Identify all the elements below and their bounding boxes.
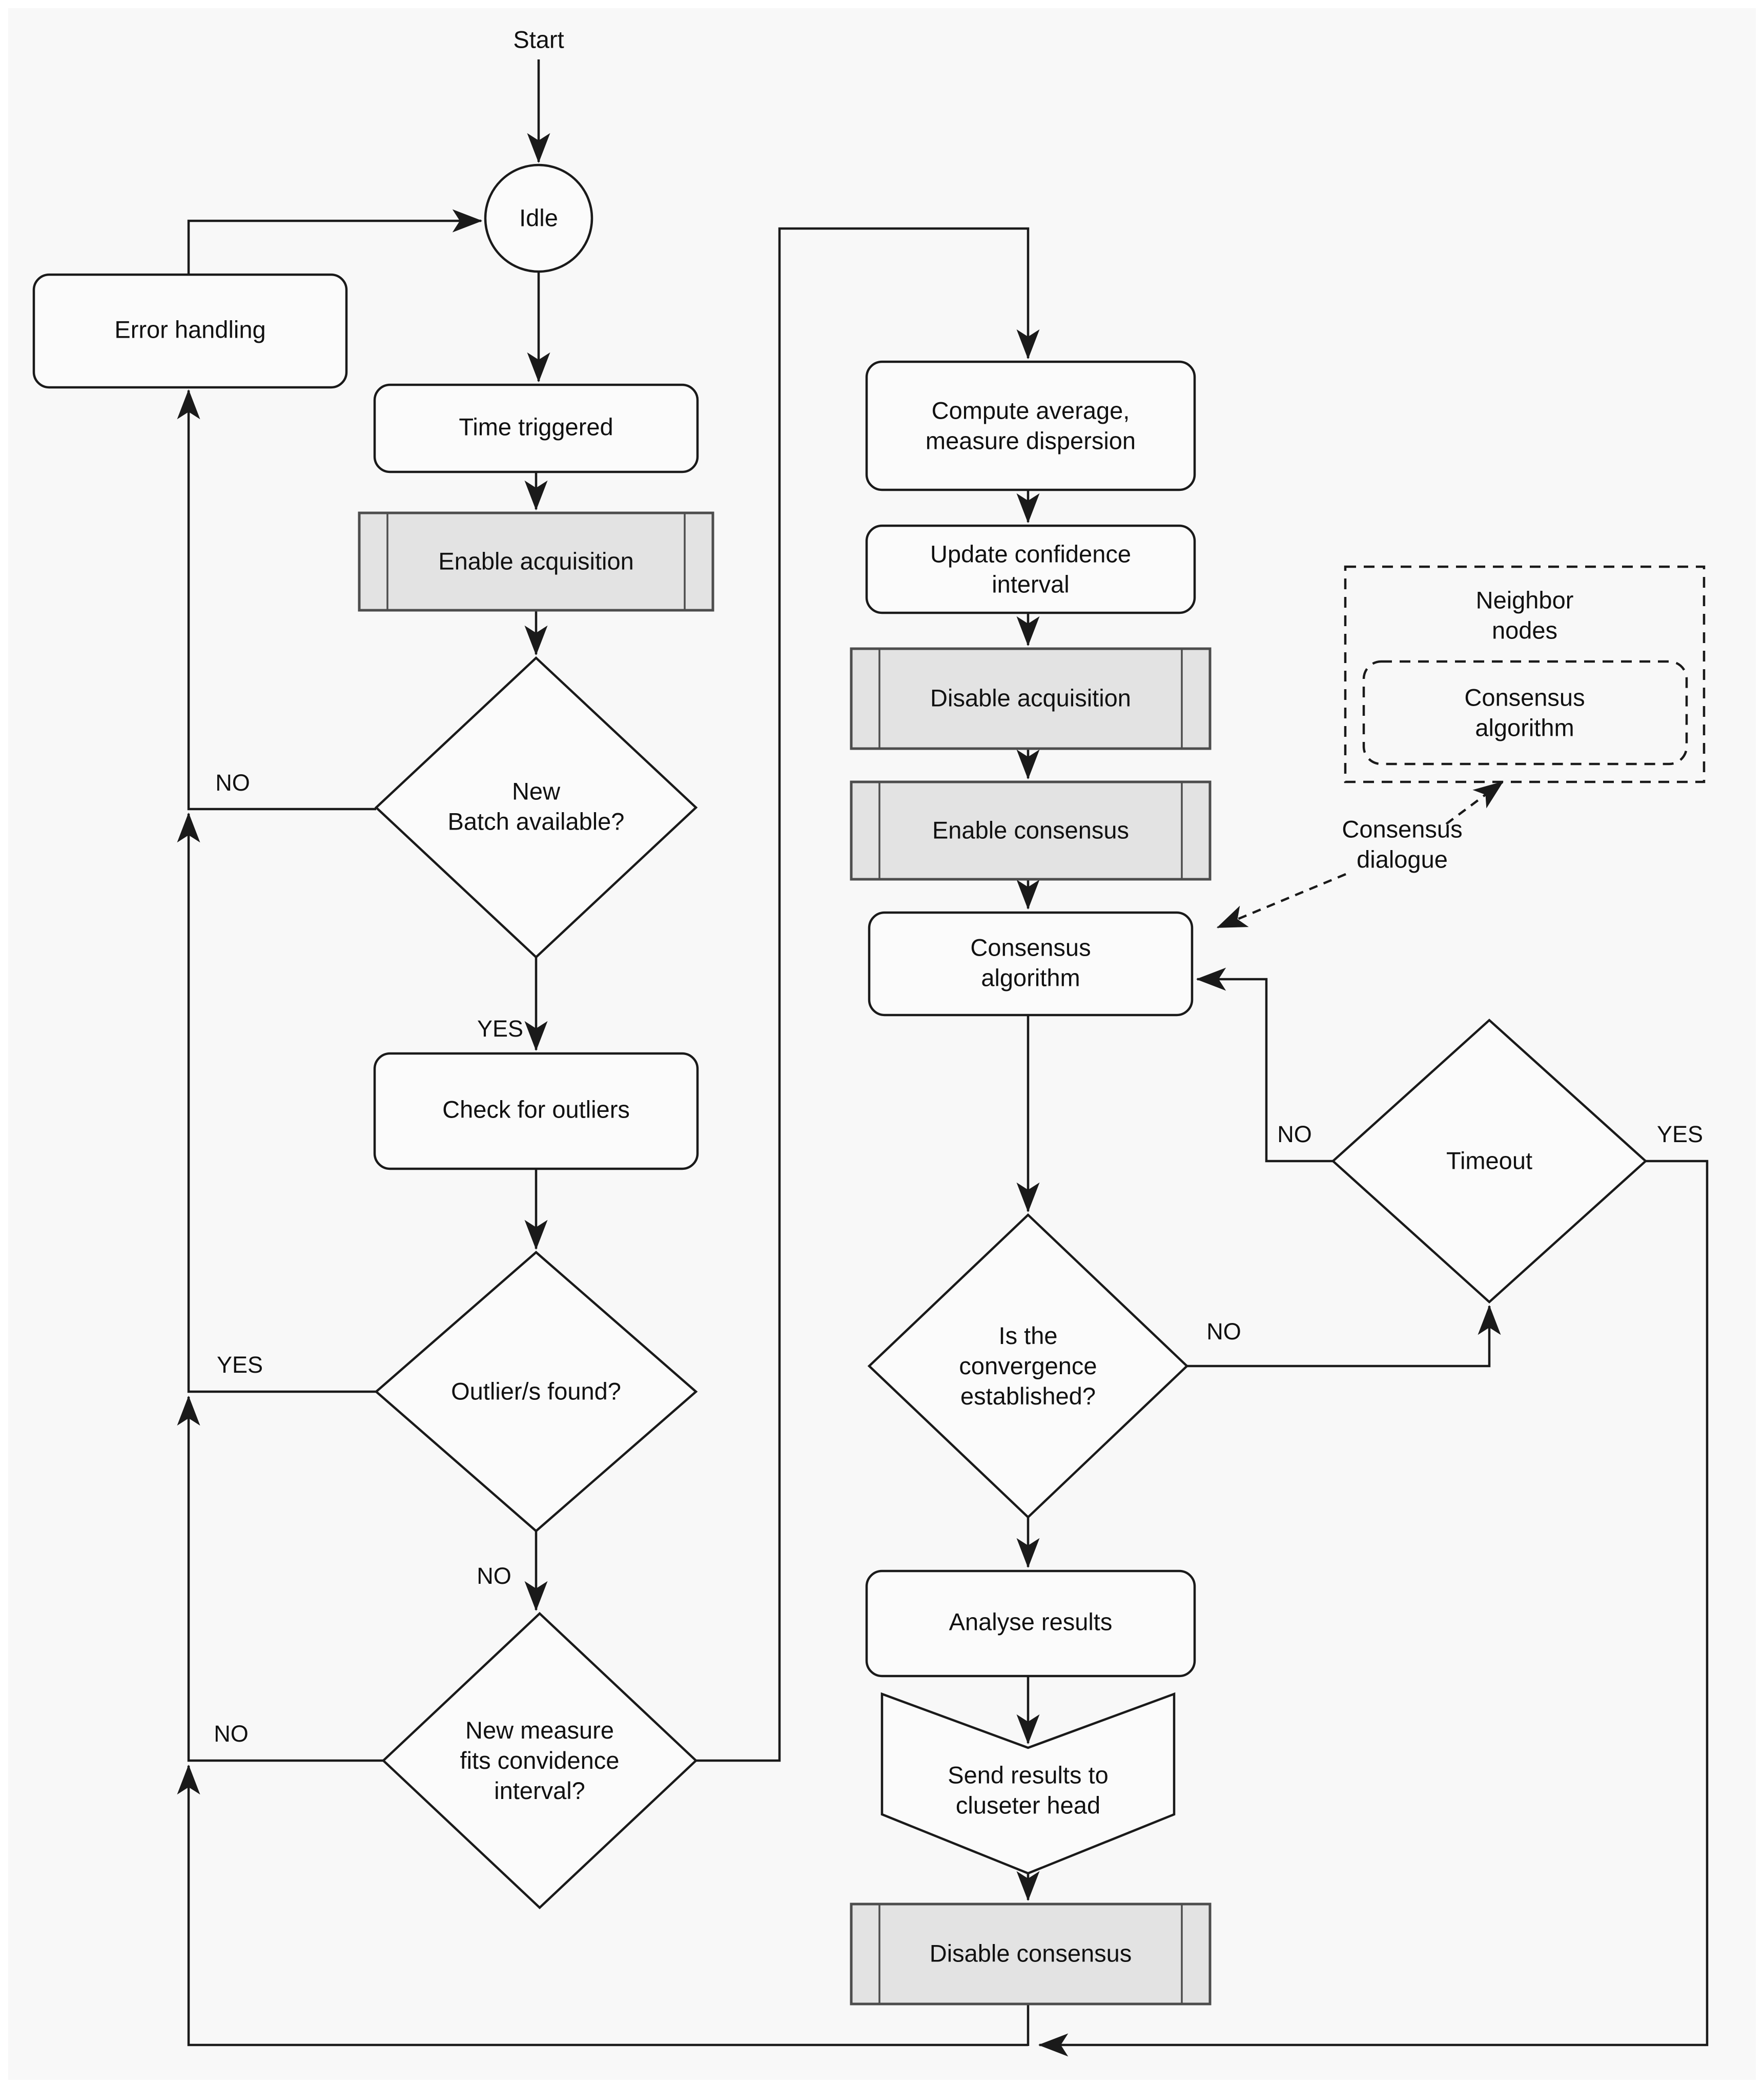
label-line: interval (992, 570, 1070, 597)
label-line: Consensus (970, 934, 1091, 961)
error-handling-box (32, 273, 348, 389)
edge-newmeasure-no-to-trunk (177, 1395, 383, 1762)
label-line: Consensus (1464, 684, 1585, 711)
outliers-yes-label: YES (216, 1352, 263, 1378)
label-line: convergence (959, 1352, 1097, 1379)
neighbor-nodes-dashed-box (1344, 565, 1706, 783)
flowchart-canvas: Start Idle Error handling Time triggered… (8, 8, 1756, 2080)
edge-newmeasure-yes-to-computeaverage (696, 227, 1040, 1762)
new-batch-available-label: New Batch available? (448, 776, 625, 837)
check-for-outliers-box (373, 1052, 699, 1170)
disable-consensus-subroutine (850, 1903, 1212, 2006)
outliers-no-label: NO (477, 1563, 511, 1589)
edge-errorhandling-to-idle (187, 209, 483, 275)
label-line: Is the (998, 1321, 1058, 1349)
time-triggered-box (373, 383, 699, 473)
label-line: New measure (465, 1716, 614, 1744)
label-line: Update confidence (930, 540, 1131, 568)
timeout-no-label: NO (1277, 1121, 1312, 1147)
disable-consensus-label: Disable consensus (929, 1939, 1132, 1967)
disable-acquisition-subroutine (850, 647, 1212, 750)
analyse-results-box (865, 1569, 1196, 1678)
neighbor-consensus-algorithm-label: Consensus algorithm (1464, 683, 1585, 743)
new-batch-yes-label: YES (477, 1016, 524, 1042)
enable-acquisition-subroutine (358, 511, 714, 612)
edge-dialogue-to-consensusalg (1216, 873, 1346, 929)
convergence-established-diamond (867, 1213, 1189, 1519)
label-line: Consensus (1342, 815, 1463, 843)
enable-consensus-label: Enable consensus (932, 816, 1130, 844)
outliers-found-diamond (374, 1251, 698, 1533)
label-line: algorithm (981, 964, 1080, 991)
edge-newbatch-no-to-errorhandling (177, 389, 376, 811)
edge-timeout-no-to-consensusalg (1196, 967, 1333, 1163)
edge-outliers-yes-to-trunk (177, 812, 376, 1393)
label-line: measure dispersion (925, 427, 1136, 454)
label-line: established? (960, 1382, 1096, 1410)
timeout-label: Timeout (1446, 1147, 1533, 1174)
label-line: cluseter head (955, 1791, 1101, 1818)
idle-state-circle (484, 163, 593, 273)
label-line: fits convidence (460, 1746, 620, 1774)
new-batch-no-label: NO (215, 770, 250, 796)
consensus-algorithm-label: Consensus algorithm (970, 933, 1091, 993)
label-line: Send results to (948, 1761, 1109, 1789)
flowchart-drawing (32, 59, 1709, 2057)
consensus-dialogue-label: Consensus dialogue (1342, 814, 1462, 875)
idle-label: Idle (519, 204, 558, 232)
error-handling-label: Error handling (114, 316, 266, 343)
neighbor-nodes-label: Neighbor nodes (1476, 585, 1574, 646)
update-confidence-box (865, 524, 1196, 614)
label-line: New (511, 777, 561, 805)
timeout-yes-label: YES (1656, 1121, 1704, 1147)
time-triggered-label: Time triggered (459, 413, 613, 441)
enable-consensus-subroutine (850, 780, 1212, 881)
enable-acquisition-label: Enable acquisition (438, 547, 634, 575)
neighbor-consensus-dashed-box (1362, 660, 1688, 766)
check-for-outliers-label: Check for outliers (442, 1095, 630, 1123)
edge-bottomline-to-trunk (177, 1764, 1028, 2046)
consensus-algorithm-box (868, 911, 1194, 1017)
label-line: Batch available? (447, 808, 625, 835)
label-line: interval? (494, 1776, 585, 1804)
edge-timeout-yes-to-bottomline (1038, 1160, 1709, 2057)
label-line: algorithm (1475, 714, 1574, 741)
update-confidence-label: Update confidence interval (930, 539, 1131, 599)
start-label: Start (513, 26, 564, 53)
compute-average-box (865, 360, 1196, 491)
edge-dialogue-to-neighbornodes (1445, 781, 1504, 825)
new-measure-fits-label: New measure fits convidence interval? (460, 1715, 620, 1806)
label-line: Neighbor (1475, 586, 1574, 614)
disable-acquisition-label: Disable acquisition (930, 684, 1131, 712)
new-batch-available-diamond (374, 656, 698, 959)
send-results-label: Send results to cluseter head (948, 1760, 1109, 1821)
timeout-diamond (1331, 1018, 1648, 1304)
convergence-no-label: NO (1206, 1318, 1241, 1345)
compute-average-label: Compute average, measure dispersion (926, 396, 1136, 456)
outliers-found-label: Outlier/s found? (451, 1377, 621, 1405)
label-line: Compute average, (931, 397, 1130, 424)
label-line: nodes (1491, 616, 1558, 644)
convergence-established-label: Is the convergence established? (959, 1321, 1097, 1411)
new-measure-fits-diamond (381, 1611, 698, 1910)
send-results-banner (880, 1692, 1176, 1875)
new-measure-no-label: NO (214, 1721, 249, 1747)
edge-convergence-no-to-timeout (1187, 1305, 1501, 1368)
label-line: dialogue (1357, 845, 1448, 873)
analyse-results-label: Analyse results (949, 1608, 1113, 1636)
